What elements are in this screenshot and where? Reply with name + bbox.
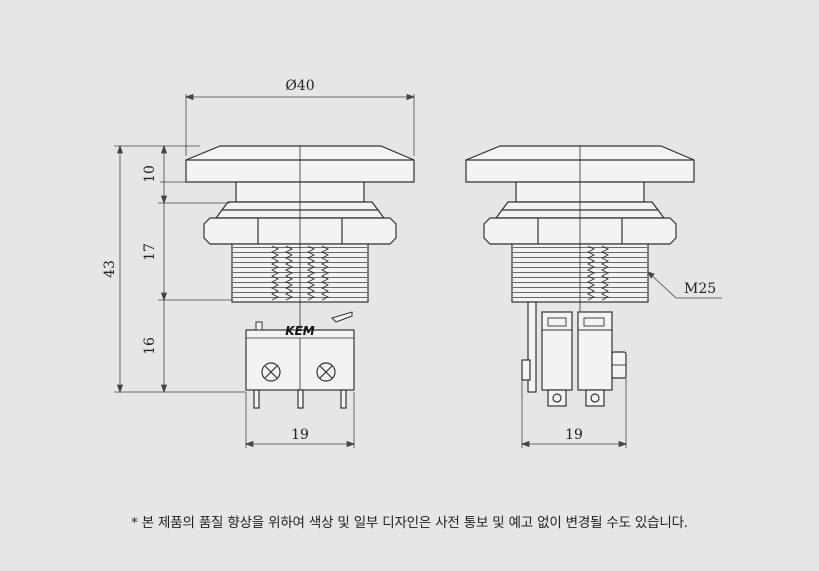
dim-switch-height: 16 — [142, 337, 158, 355]
dim-total-height: 43 — [102, 260, 118, 278]
disclaimer-note: * 본 제품의 품질 향상을 위하여 색상 및 일부 디자인은 사전 통보 및 … — [131, 515, 688, 531]
screw-icon — [261, 362, 281, 382]
front-view — [185, 145, 415, 409]
side-view — [465, 145, 695, 407]
dimension-lines — [114, 93, 722, 448]
dim-cap-height: 10 — [142, 165, 158, 183]
dim-thread: M25 — [684, 281, 716, 297]
dim-side-width: 19 — [565, 427, 583, 443]
dim-front-width: 19 — [291, 427, 309, 443]
dim-body-height: 17 — [142, 243, 158, 261]
dim-diameter: Ø40 — [285, 78, 314, 94]
brand-logo: KEM — [285, 324, 314, 338]
screw-icon — [316, 362, 336, 382]
